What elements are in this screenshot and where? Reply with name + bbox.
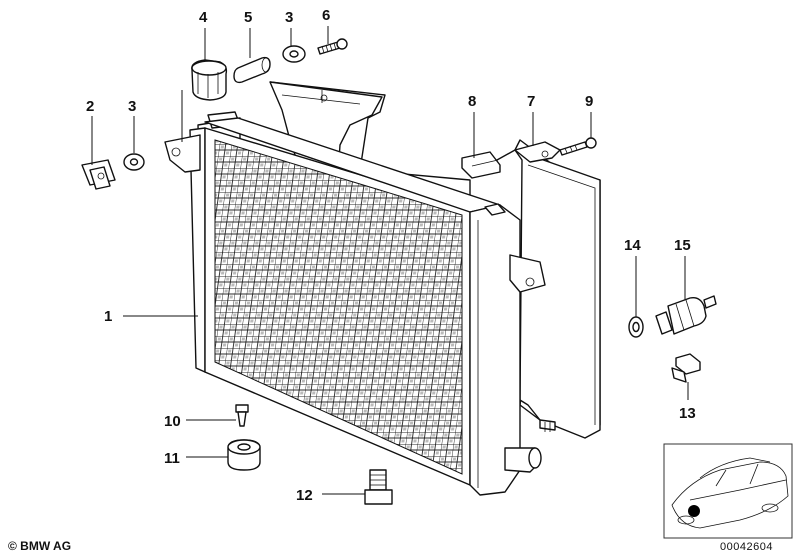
label-part-8: 8: [468, 93, 476, 110]
label-part-3-left: 3: [128, 98, 136, 115]
diagram-id: 00042604: [720, 541, 773, 553]
label-part-11: 11: [164, 450, 180, 467]
label-part-7: 7: [527, 93, 535, 110]
label-part-1: 1: [104, 308, 112, 325]
temperature-switch: [655, 295, 717, 335]
label-part-5: 5: [244, 9, 252, 26]
sleeve: [233, 56, 271, 84]
part-number-labels: 1 2 3 4 5 3 6 8 7 9 14 15 13 10 11 12: [86, 7, 696, 504]
rubber-mount: [191, 59, 228, 101]
label-part-9: 9: [585, 93, 593, 110]
label-part-6: 6: [322, 7, 330, 24]
label-part-10: 10: [164, 413, 181, 430]
bracket-clip: [461, 151, 501, 179]
vehicle-locator-thumbnail: [663, 443, 793, 539]
radiator: [164, 111, 546, 496]
rubber-grommet: [227, 439, 261, 471]
expanding-rivet: [235, 404, 249, 427]
drain-plug: [671, 353, 701, 383]
leader-lines: [91, 26, 689, 495]
label-part-13: 13: [679, 405, 696, 422]
gasket-ring: [628, 316, 644, 338]
shroud-bracket: [514, 141, 561, 163]
location-marker-icon: [688, 505, 700, 517]
washer-top: [282, 45, 306, 63]
bolt: [364, 469, 393, 505]
label-part-15: 15: [674, 237, 691, 254]
clip-nut: [81, 159, 116, 190]
screw: [559, 137, 597, 156]
label-part-12: 12: [296, 487, 313, 504]
self-tapping-screw: [317, 38, 348, 55]
label-part-3-top: 3: [285, 9, 293, 26]
washer-left: [123, 153, 145, 171]
label-part-4: 4: [199, 9, 208, 26]
label-part-14: 14: [624, 237, 641, 254]
label-part-2: 2: [86, 98, 94, 115]
copyright-notice: © BMW AG: [8, 539, 72, 553]
